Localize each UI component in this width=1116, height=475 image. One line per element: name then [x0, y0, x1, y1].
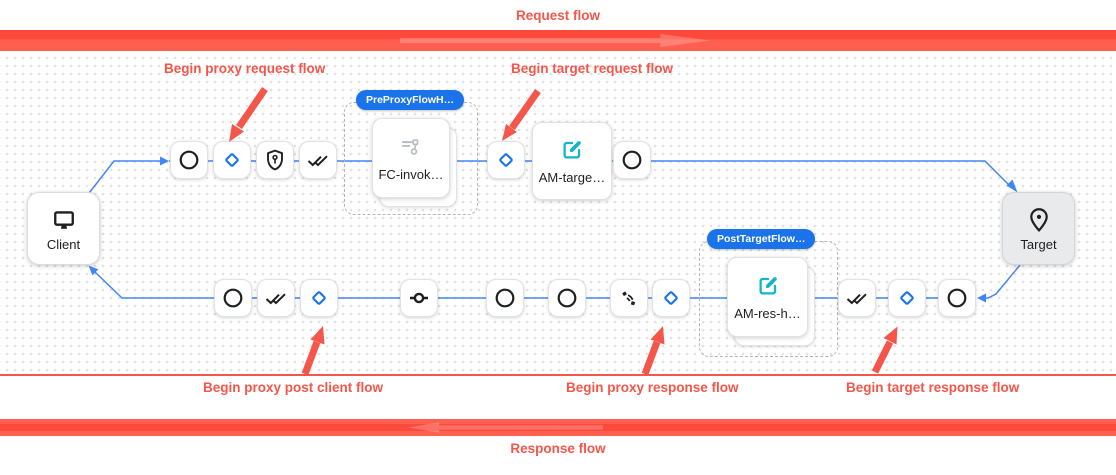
step-node-response-flow-start[interactable]	[652, 279, 690, 317]
step-node-circle[interactable]	[938, 279, 976, 317]
place-pin-icon	[1029, 207, 1048, 232]
diamond-icon	[312, 291, 326, 305]
policy-label: AM-res-h…	[734, 306, 801, 321]
step-node-circle[interactable]	[214, 279, 252, 317]
annotation-target-request: Begin target request flow	[511, 61, 674, 76]
policy-card-fc-invoke[interactable]: FC-invok…	[372, 118, 450, 198]
diamond-icon	[664, 291, 678, 305]
client-label: Client	[46, 236, 81, 252]
pre-proxy-flow-badge[interactable]: PreProxyFlowH…	[356, 90, 465, 110]
diamond-icon	[900, 291, 914, 305]
canvas-bottom-divider	[0, 374, 1116, 377]
post-target-flow-badge[interactable]: PostTargetFlow…	[707, 229, 816, 249]
step-node-target-response-start[interactable]	[888, 279, 926, 317]
annotation-target-response: Begin target response flow	[846, 380, 1020, 395]
policy-label: AM-targe…	[538, 170, 606, 185]
shield-key-icon	[267, 149, 283, 171]
signal-icon	[622, 291, 636, 306]
edit-square-icon	[758, 277, 777, 295]
request-direction-arrow	[400, 34, 710, 47]
circle-icon	[179, 150, 199, 170]
edit-square-icon	[563, 141, 581, 159]
policy-card-am-target[interactable]: AM-targe…	[532, 122, 612, 200]
response-direction-arrow	[408, 422, 603, 433]
circle-icon	[495, 288, 515, 308]
annotation-proxy-response: Begin proxy response flow	[566, 380, 739, 395]
target-label: Target	[1020, 236, 1057, 252]
double-check-icon	[307, 155, 328, 167]
step-node-circle[interactable]	[486, 279, 524, 317]
circle-icon	[223, 288, 243, 308]
double-check-icon	[846, 293, 867, 305]
response-flow-title: Response flow	[510, 441, 606, 456]
step-node-done-all[interactable]	[838, 279, 876, 317]
step-node-circle[interactable]	[613, 141, 651, 179]
policy-label: FC-invok…	[378, 167, 444, 182]
commit-icon	[410, 292, 428, 304]
step-node-signal[interactable]	[610, 279, 648, 317]
flow-canvas[interactable]	[0, 51, 1116, 374]
step-node-circle[interactable]	[548, 279, 586, 317]
step-node-circle[interactable]	[170, 141, 208, 179]
step-node-post-client-start[interactable]	[300, 279, 338, 317]
diamond-icon	[225, 153, 239, 167]
monitor-icon	[53, 210, 74, 229]
target-node[interactable]: Target	[1002, 192, 1075, 265]
diamond-icon	[499, 153, 513, 167]
step-node-target-flow-start[interactable]	[487, 141, 525, 179]
flow-callout-icon	[401, 139, 419, 155]
circle-icon	[622, 150, 642, 170]
step-node-commit[interactable]	[400, 279, 438, 317]
step-node-flow-start[interactable]	[213, 141, 251, 179]
circle-icon	[557, 288, 577, 308]
response-flow-bar	[0, 419, 1116, 436]
annotation-post-client: Begin proxy post client flow	[203, 380, 384, 395]
step-node-done-all[interactable]	[299, 141, 337, 179]
annotation-proxy-request: Begin proxy request flow	[164, 61, 326, 76]
request-flow-title: Request flow	[515, 8, 601, 23]
step-node-done-all[interactable]	[257, 279, 295, 317]
double-check-icon	[265, 293, 286, 305]
circle-icon	[947, 288, 967, 308]
policy-card-am-res[interactable]: AM-res-h…	[727, 257, 808, 337]
request-flow-bar	[0, 30, 1116, 51]
client-node[interactable]: Client	[27, 192, 100, 265]
step-node-security[interactable]	[256, 141, 294, 179]
